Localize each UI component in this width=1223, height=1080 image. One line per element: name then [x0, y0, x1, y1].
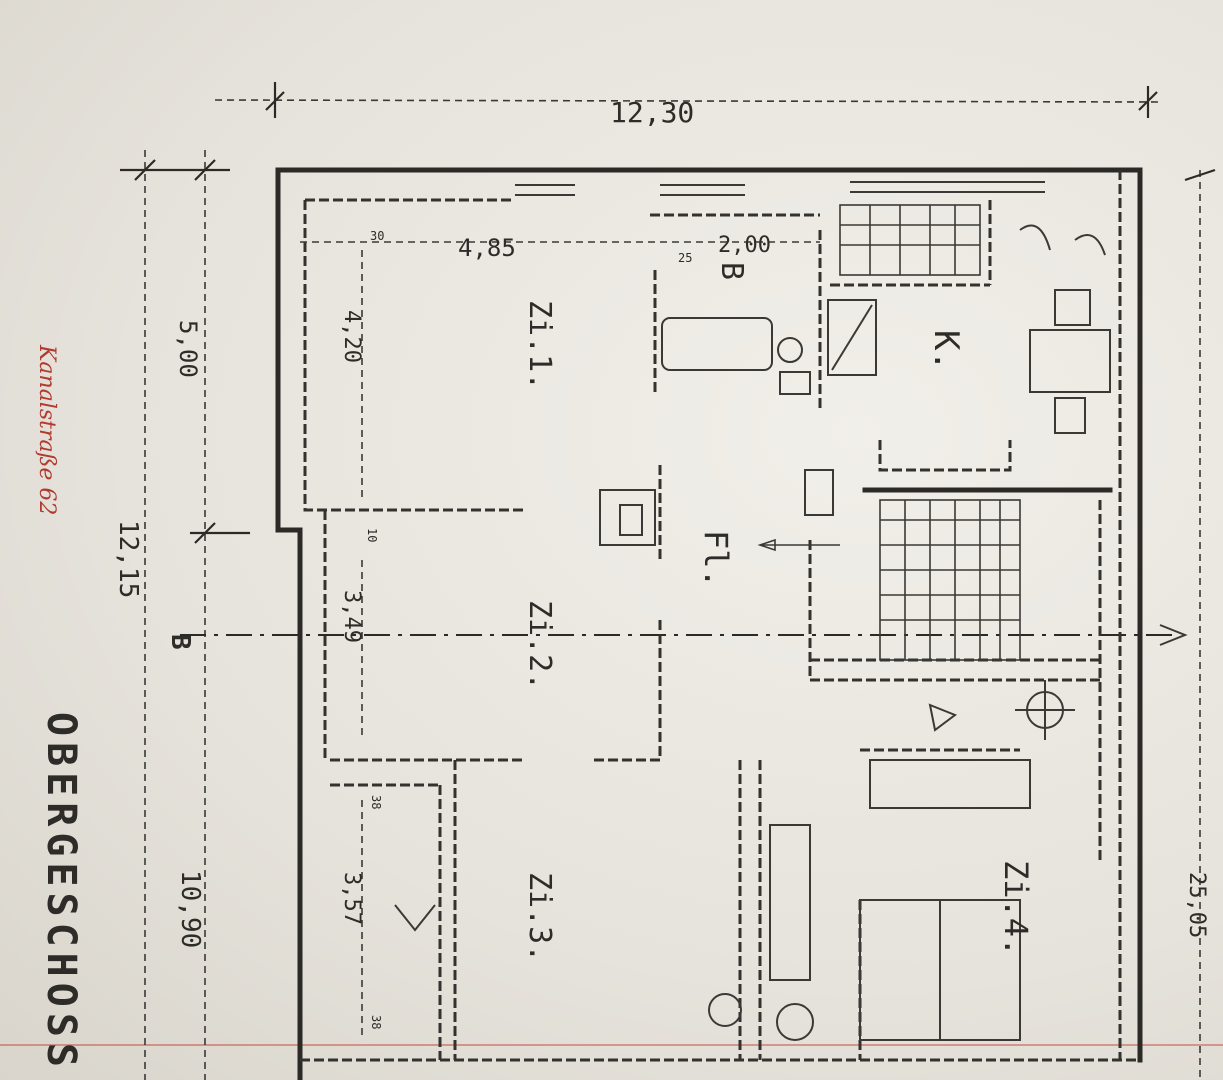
top-windows [515, 181, 1045, 196]
wall-38-label: 38 [369, 795, 383, 809]
wall-25-label: 25 [678, 251, 692, 265]
room-bath-label: B [714, 262, 749, 280]
left-upper-label: 5,00 [174, 320, 202, 378]
zi1-depth-label: 4,20 [339, 310, 364, 363]
zi3-depth-label: 3,57 [339, 872, 364, 925]
kitchen-fixtures [827, 204, 1111, 434]
zi1-width-label: 4,85 [458, 234, 516, 262]
outer-walls [275, 167, 1143, 1080]
zi4-furniture [708, 680, 1075, 1041]
section-arrow-right [1159, 624, 1188, 646]
section-marker-label: B [165, 634, 195, 650]
interior-walls [323, 200, 1113, 1060]
right-total-label: 25,05 [1184, 872, 1209, 938]
overall-depth-label: 12,15 [113, 520, 143, 598]
bath-width-label: 2,00 [718, 233, 771, 258]
overall-width-label: 12,30 [610, 96, 694, 129]
handwritten-address: Kanalstraße 62 [34, 344, 59, 515]
left-lower-label: 10,90 [175, 870, 205, 948]
room-zi2-label: Zi.2. [522, 600, 557, 690]
room-zi1-label: Zi.1. [522, 300, 557, 390]
room-hall-label: Fl. [697, 530, 735, 588]
left-dimensions [120, 150, 1216, 1080]
zi2-depth-label: 3,49 [339, 590, 364, 643]
wall-38b-label: 38 [369, 1015, 383, 1029]
dimension-labels: 12,30 12,15 5,00 10,90 25,05 4,85 2,00 4… [113, 96, 1209, 1029]
room-kitchen-label: K. [926, 330, 966, 371]
room-zi3-label: Zi.3. [522, 872, 557, 962]
room-zi4-label: Zi.4. [997, 860, 1035, 956]
room-labels: Zi.1. Zi.2. Zi.3. B K. Fl. Zi.4. [522, 262, 1035, 962]
top-dimension [214, 82, 1161, 118]
chimney [599, 469, 834, 546]
bathtub [661, 317, 811, 395]
door-swings [394, 224, 1106, 932]
staircase [757, 499, 1021, 661]
wall-10-label: 10 [365, 528, 379, 542]
wall-30-label: 30 [370, 229, 384, 243]
drawing-title: OBERGESCHOSS [38, 712, 84, 1073]
